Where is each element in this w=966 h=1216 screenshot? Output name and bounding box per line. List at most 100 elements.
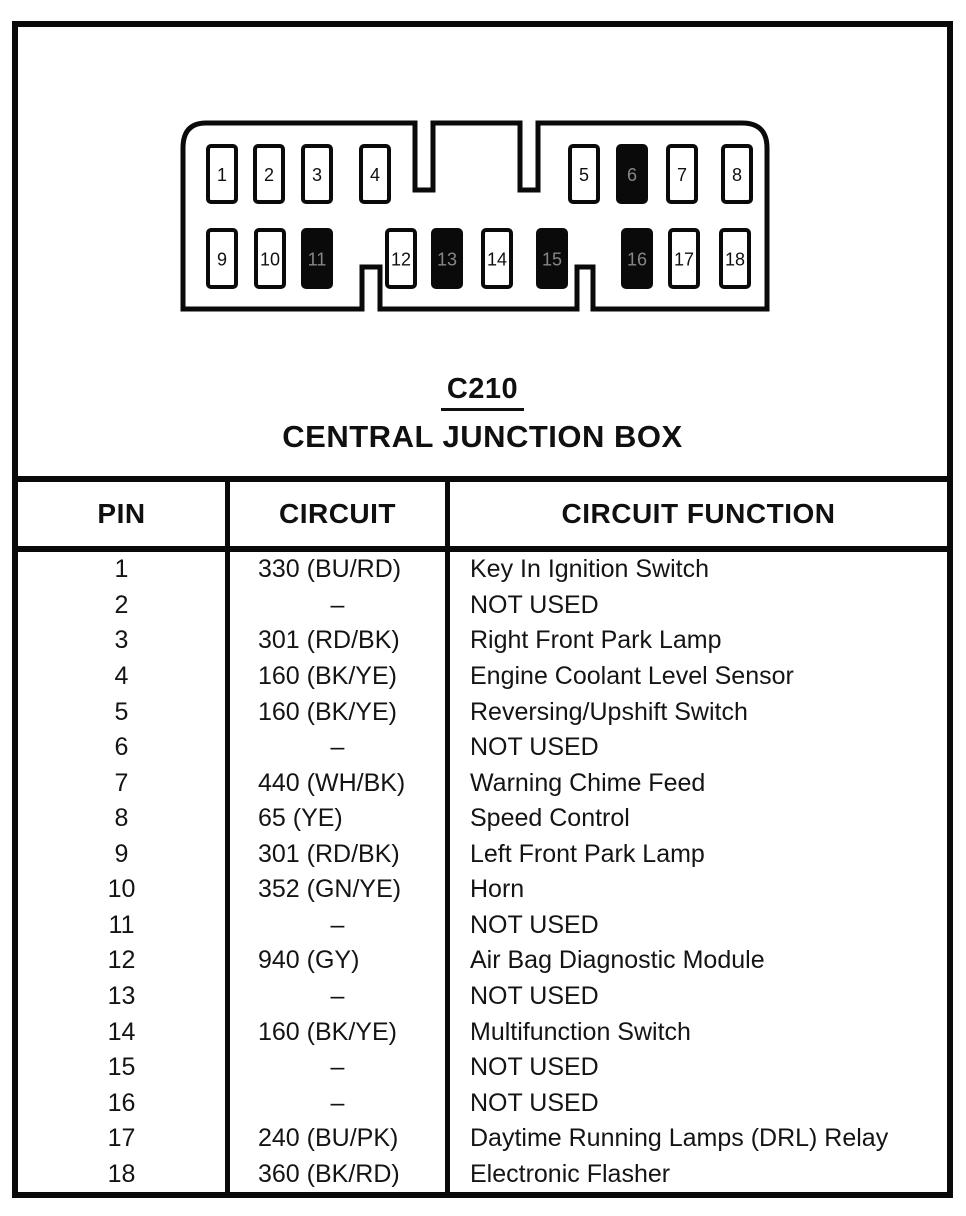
connector-pin xyxy=(206,228,238,289)
function-cell: Horn xyxy=(470,875,525,904)
pin-number: 16 xyxy=(627,250,647,270)
pin-number: 17 xyxy=(674,250,694,270)
function-cell: Warning Chime Feed xyxy=(470,768,706,797)
pin-number: 13 xyxy=(437,250,457,270)
function-cell: Left Front Park Lamp xyxy=(470,839,705,868)
pin-cell: 2 xyxy=(18,587,230,624)
circuit-cell: 352 (GN/YE) xyxy=(230,872,450,908)
function-cell: NOT USED xyxy=(470,733,599,762)
table-row: 6–NOT USED xyxy=(18,729,947,766)
pin-cell: 16 xyxy=(18,1085,230,1121)
function-cell: Engine Coolant Level Sensor xyxy=(470,661,794,690)
pin-number: 4 xyxy=(370,165,380,185)
function-cell: Multifunction Switch xyxy=(470,1017,691,1046)
connector-name: CENTRAL JUNCTION BOX xyxy=(282,419,683,454)
function-cell: Air Bag Diagnostic Module xyxy=(470,946,765,975)
pin-cell: 1 xyxy=(18,552,230,588)
connector-pin xyxy=(253,144,285,204)
pin-number: 3 xyxy=(312,165,322,185)
function-cell: Daytime Running Lamps (DRL) Relay xyxy=(470,1124,889,1153)
pin-number: 7 xyxy=(677,165,687,185)
pin-number: 10 xyxy=(260,250,280,270)
circuit-cell: 160 (BK/YE) xyxy=(230,1014,450,1050)
pin-number: 5 xyxy=(579,165,589,185)
pin-cell: 9 xyxy=(18,836,230,873)
connector-pin xyxy=(254,228,286,289)
table-row: 11–NOT USED xyxy=(18,907,947,944)
circuit-cell: 440 (WH/BK) xyxy=(230,765,450,801)
connector-pin xyxy=(481,228,513,289)
pin-cell: 6 xyxy=(18,729,230,766)
pin-cell: 13 xyxy=(18,978,230,1015)
connector-pin xyxy=(666,144,698,204)
connector-pin xyxy=(719,228,751,289)
connector-pin xyxy=(721,144,753,204)
circuit-cell: – xyxy=(230,729,450,766)
function-cell: NOT USED xyxy=(470,590,599,619)
pin-number: 14 xyxy=(487,250,507,270)
pin-number: 12 xyxy=(391,250,411,270)
pin-cell: 7 xyxy=(18,765,230,801)
pin-cell: 4 xyxy=(18,658,230,695)
circuit-function-column-header: CIRCUIT FUNCTION xyxy=(561,498,836,529)
circuit-column-header: CIRCUIT xyxy=(230,482,450,546)
connector-pin xyxy=(616,144,648,204)
function-cell: NOT USED xyxy=(470,1053,599,1082)
circuit-cell: 301 (RD/BK) xyxy=(230,623,450,659)
connector-pin xyxy=(385,228,417,289)
connector-pin xyxy=(359,144,391,204)
connector-pin xyxy=(301,228,333,289)
table-header-row: PIN CIRCUIT CIRCUIT FUNCTION xyxy=(18,482,947,552)
circuit-cell: 301 (RD/BK) xyxy=(230,836,450,873)
pin-number: 15 xyxy=(542,250,562,270)
function-cell: NOT USED xyxy=(470,982,599,1011)
circuit-cell: – xyxy=(230,587,450,624)
pin-cell: 12 xyxy=(18,943,230,979)
circuit-cell: – xyxy=(230,1085,450,1121)
pin-number: 8 xyxy=(732,165,742,185)
function-cell: Electronic Flasher xyxy=(470,1159,671,1188)
pin-cell: 10 xyxy=(18,872,230,908)
circuit-cell: – xyxy=(230,907,450,944)
connector-pin xyxy=(568,144,600,204)
pin-number: 9 xyxy=(217,250,227,270)
connector-pin xyxy=(668,228,700,289)
pin-cell: 18 xyxy=(18,1156,230,1193)
circuit-cell: 360 (BK/RD) xyxy=(230,1156,450,1193)
connector-pin xyxy=(206,144,238,204)
pin-number: 2 xyxy=(264,165,274,185)
circuit-cell: – xyxy=(230,978,450,1015)
pin-number: 1 xyxy=(217,165,227,185)
circuit-cell: 330 (BU/RD) xyxy=(230,552,450,588)
function-cell: NOT USED xyxy=(470,910,599,939)
pin-cell: 11 xyxy=(18,907,230,944)
pin-cell: 14 xyxy=(18,1014,230,1050)
function-cell: NOT USED xyxy=(470,1088,599,1117)
function-cell: Key In Ignition Switch xyxy=(470,555,710,584)
function-cell: Speed Control xyxy=(470,804,630,833)
pin-cell: 15 xyxy=(18,1049,230,1086)
pin-cell: 8 xyxy=(18,800,230,837)
table-row: 13–NOT USED xyxy=(18,978,947,1015)
connector-title-block: C210 CENTRAL JUNCTION BOX xyxy=(18,373,947,455)
circuit-cell: 160 (BK/YE) xyxy=(230,658,450,695)
table-row: 15–NOT USED xyxy=(18,1049,947,1086)
circuit-cell: 65 (YE) xyxy=(230,800,450,837)
pin-cell: 3 xyxy=(18,623,230,659)
connector-pin xyxy=(301,144,333,204)
